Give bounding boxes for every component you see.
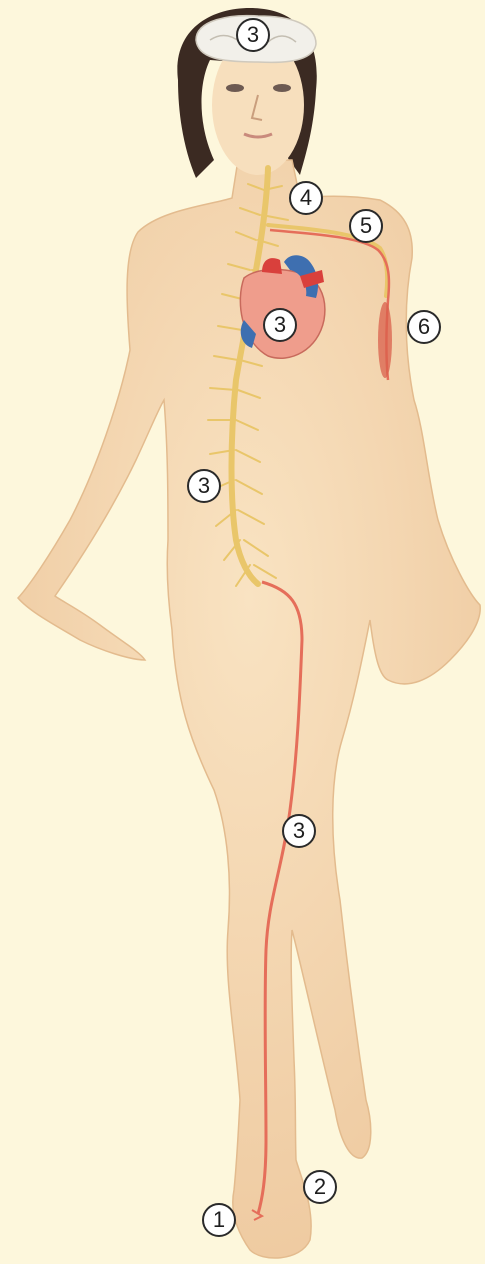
marker-label: 2 [314,1176,326,1198]
left-eye [226,84,244,92]
marker-label: 3 [274,314,286,336]
marker-label: 3 [293,820,305,842]
marker-arm-muscle: 6 [407,310,441,344]
right-eye [273,84,291,92]
marker-label: 3 [198,475,210,497]
marker-label: 5 [360,215,372,237]
marker-brain: 3 [236,18,270,52]
marker-label: 4 [300,187,312,209]
marker-spinal-cord: 3 [187,469,221,503]
marker-heart: 3 [263,308,297,342]
marker-ankle: 2 [303,1170,337,1204]
marker-foot-receptor: 1 [202,1203,236,1237]
marker-label: 1 [213,1209,225,1231]
marker-arm-nerve: 5 [349,209,383,243]
marker-leg-nerve: 3 [282,814,316,848]
marker-label: 6 [418,316,430,338]
arm-muscle [378,302,392,378]
marker-label: 3 [247,24,259,46]
marker-spinal-cord-cervical: 4 [289,181,323,215]
